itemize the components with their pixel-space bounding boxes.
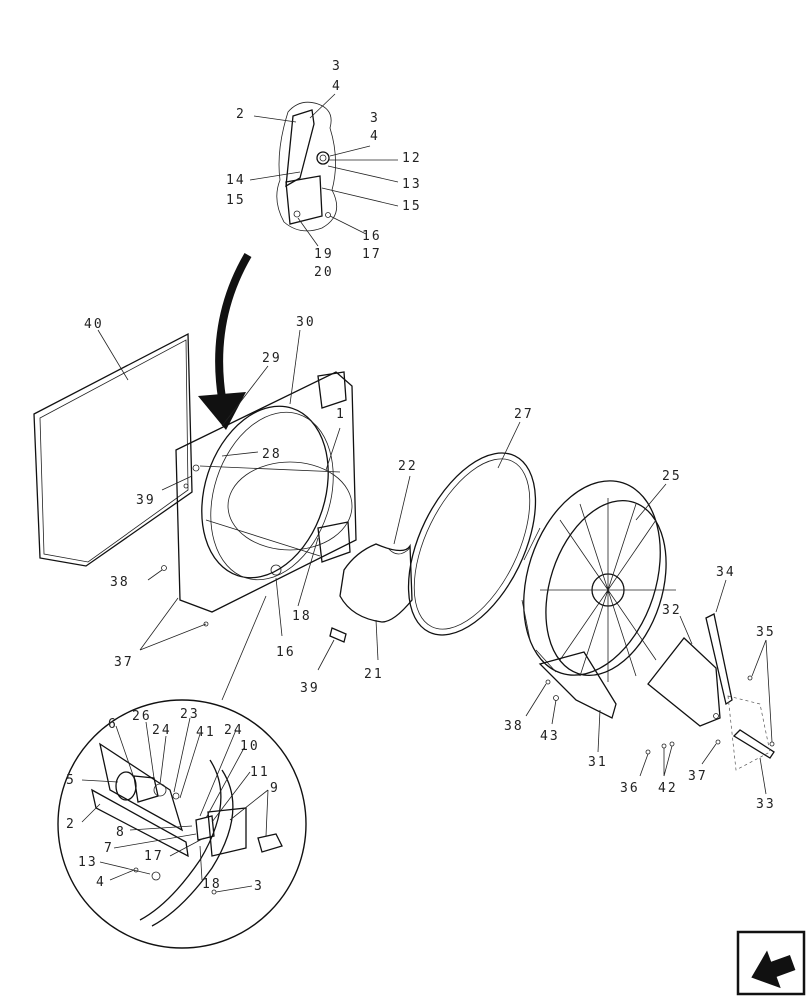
- callout-d5: 5: [66, 773, 76, 788]
- callout-39b: 39: [300, 681, 320, 696]
- callout-d17: 17: [144, 849, 164, 864]
- callout-40: 40: [84, 317, 104, 332]
- strip-34: [705, 579, 733, 706]
- plate-32: [647, 615, 721, 727]
- washer-38b: [545, 679, 551, 685]
- callout-top-17: 17: [362, 247, 382, 262]
- callout-d8: 8: [116, 825, 126, 840]
- callout-30: 30: [296, 315, 316, 330]
- callout-top-20: 20: [314, 265, 334, 280]
- callout-18a: 18: [292, 609, 312, 624]
- callout-top-15b: 15: [402, 199, 422, 214]
- callout-33: 33: [756, 797, 776, 812]
- callout-d3: 3: [254, 879, 264, 894]
- callout-top-14: 14: [226, 173, 246, 188]
- callout-34: 34: [716, 565, 736, 580]
- callout-d9: 9: [270, 781, 280, 796]
- callout-1: 1: [336, 407, 346, 422]
- callout-38a: 38: [110, 575, 130, 590]
- callout-d11: 11: [250, 765, 270, 780]
- panel-40: [33, 329, 193, 567]
- callout-d7: 7: [104, 841, 114, 856]
- callout-d2: 2: [66, 817, 76, 832]
- callout-top-15a: 15: [226, 193, 246, 208]
- callout-43: 43: [540, 729, 560, 744]
- washer-38a: [161, 565, 167, 571]
- assembly-direction-arrow: [198, 252, 252, 430]
- callout-36: 36: [620, 781, 640, 796]
- seal-ring-27: [407, 421, 537, 636]
- callout-d10: 10: [240, 739, 260, 754]
- callout-27: 27: [514, 407, 534, 422]
- nut-43: [553, 695, 559, 701]
- callout-37a: 37: [114, 655, 134, 670]
- fan-shroud-frame: [161, 329, 357, 637]
- callout-top-3a: 3: [332, 59, 342, 74]
- arrow-back-icon[interactable]: [736, 930, 806, 996]
- duct-21: [339, 475, 413, 661]
- callout-top-13: 13: [402, 177, 422, 192]
- callout-top-2: 2: [236, 107, 246, 122]
- callout-d26: 26: [132, 709, 152, 724]
- screws-35: [747, 639, 775, 747]
- strip-33: [732, 729, 775, 795]
- callout-d24a: 24: [152, 723, 172, 738]
- callout-32: 32: [662, 603, 682, 618]
- screw-37a: [203, 621, 209, 627]
- callout-d4: 4: [96, 875, 106, 890]
- callout-37b: 37: [688, 769, 708, 784]
- top-detail-assembly: [249, 93, 399, 247]
- callout-29: 29: [262, 351, 282, 366]
- detail-zoom-view: [57, 595, 307, 949]
- callout-d23: 23: [180, 707, 200, 722]
- callout-d24b: 24: [224, 723, 244, 738]
- callout-25: 25: [662, 469, 682, 484]
- callout-top-4a: 4: [332, 79, 342, 94]
- callout-39a: 39: [136, 493, 156, 508]
- callout-d13: 13: [78, 855, 98, 870]
- bracket-31: [538, 651, 617, 753]
- screw-36: [645, 749, 651, 755]
- washer-42a: [661, 743, 667, 749]
- callout-top-19: 19: [314, 247, 334, 262]
- callout-28: 28: [262, 447, 282, 462]
- callout-d6: 6: [108, 717, 118, 732]
- screw-37b: [715, 739, 721, 745]
- callout-42: 42: [658, 781, 678, 796]
- callout-top-3b: 3: [370, 111, 380, 126]
- callout-top-16: 16: [362, 229, 382, 244]
- callout-21: 21: [364, 667, 384, 682]
- callout-top-12: 12: [402, 151, 422, 166]
- washer-42b: [669, 741, 675, 747]
- callout-d41: 41: [196, 725, 216, 740]
- callout-22: 22: [398, 459, 418, 474]
- callout-38b: 38: [504, 719, 524, 734]
- callout-top-4b: 4: [370, 129, 380, 144]
- fan-25: [521, 480, 676, 682]
- callout-35: 35: [756, 625, 776, 640]
- callout-31: 31: [588, 755, 608, 770]
- callout-d18: 18: [202, 877, 222, 892]
- callout-16: 16: [276, 645, 296, 660]
- fitting-39b: [329, 627, 347, 643]
